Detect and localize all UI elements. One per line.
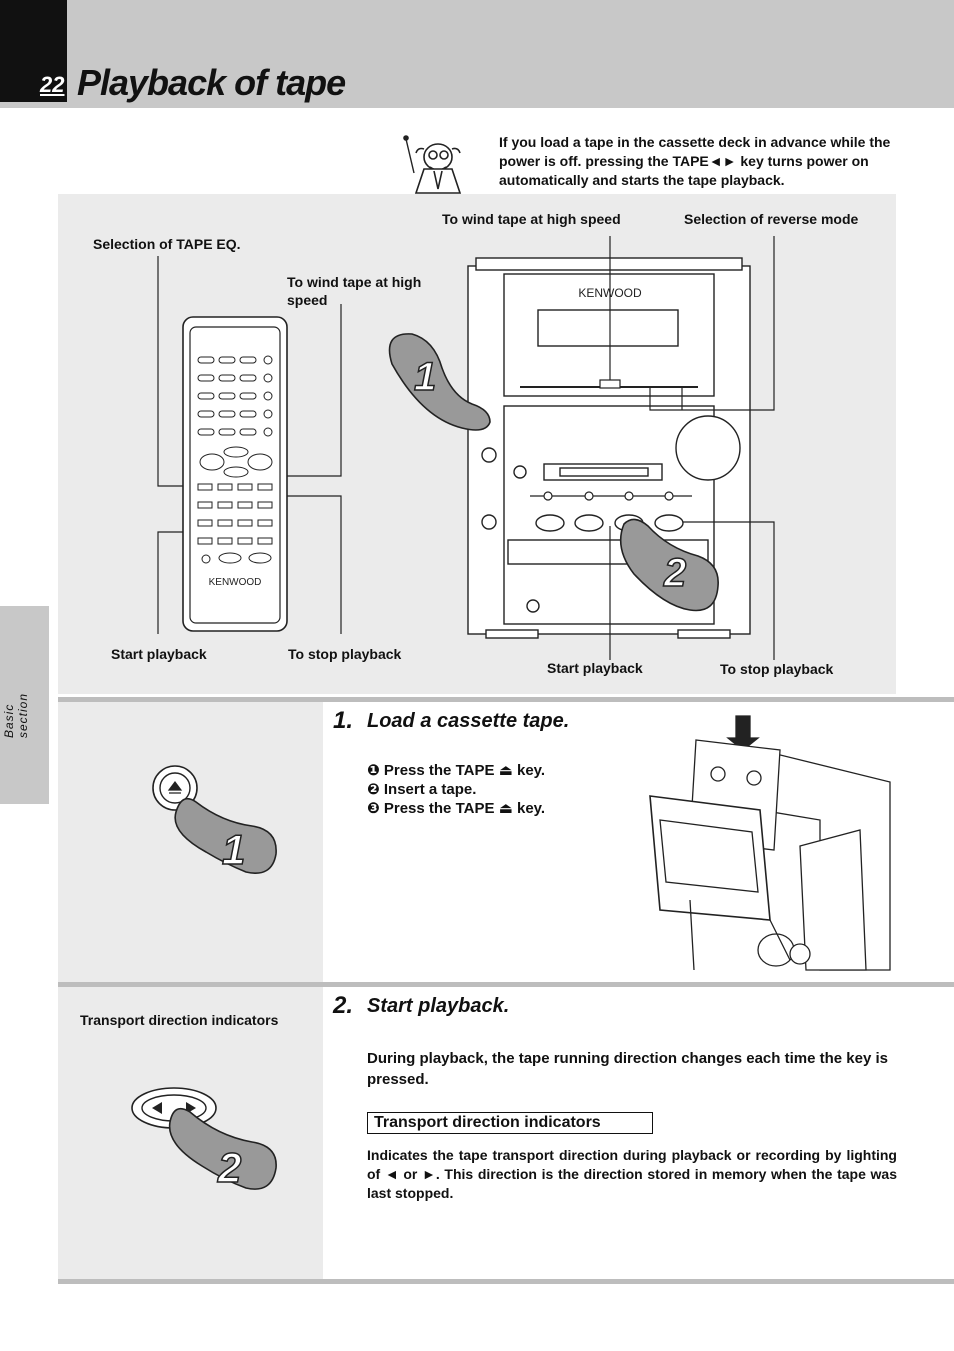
step1-instruction: ❷ Insert a tape. (367, 781, 477, 798)
section-divider (58, 982, 954, 987)
intro-note: If you load a tape in the cassette deck … (499, 134, 891, 188)
step1-hand-number: 1 (222, 826, 245, 873)
step2-description: During playback, the tape running direct… (367, 1050, 888, 1088)
label-remote-wind: To wind tape at high speed (287, 274, 422, 308)
step1-title: Load a cassette tape. (367, 710, 570, 732)
remote-brand: KENWOOD (209, 577, 262, 588)
transport-indicators-note: Indicates the tape transport direction d… (367, 1147, 897, 1201)
label-remote-start: Start playback (111, 646, 207, 662)
side-tab (0, 606, 49, 804)
hand-1-number: 1 (414, 355, 436, 399)
step1-instruction: ❸ Press the TAPE ⏏ key. (367, 800, 546, 817)
step1-number: 1. (333, 707, 354, 734)
side-tab-label: Basic section (2, 692, 30, 738)
header-band (0, 0, 954, 108)
label-remote-stop: To stop playback (288, 646, 402, 662)
hand-2-number: 2 (663, 551, 686, 595)
label-tape-eq: Selection of TAPE EQ. (93, 236, 241, 252)
label-reverse-mode: Selection of reverse mode (684, 211, 859, 227)
section-divider (58, 1279, 954, 1284)
system-illustration: KENWOOD KENWOOD 1 2 (157, 236, 775, 660)
transport-indicators-label: Transport direction indicators (80, 1012, 279, 1028)
transport-direction-key-illustration: 2 (131, 1087, 277, 1192)
transport-indicators-heading: Transport direction indicators (367, 1112, 653, 1134)
page-title: Playback of tape (77, 62, 346, 103)
section-divider (58, 697, 954, 702)
label-unit-start: Start playback (547, 660, 643, 676)
page-number-block (0, 0, 67, 102)
step2-number: 2. (333, 992, 354, 1019)
step1-instruction: ❶ Press the TAPE ⏏ key. (367, 762, 546, 779)
tape-eject-key-illustration: 1 (152, 765, 277, 874)
step1-instructions: ❶ Press the TAPE ⏏ key. ❷ Insert a tape.… (367, 761, 545, 818)
cassette-insertion-illustration (649, 715, 891, 971)
step2-title: Start playback. (367, 995, 510, 1017)
professor-mascot-icon (403, 135, 462, 194)
step2-hand-number: 2 (217, 1144, 241, 1191)
label-unit-wind: To wind tape at high speed (442, 211, 621, 227)
page-number: 22 (40, 72, 65, 97)
label-unit-stop: To stop playback (720, 661, 834, 677)
